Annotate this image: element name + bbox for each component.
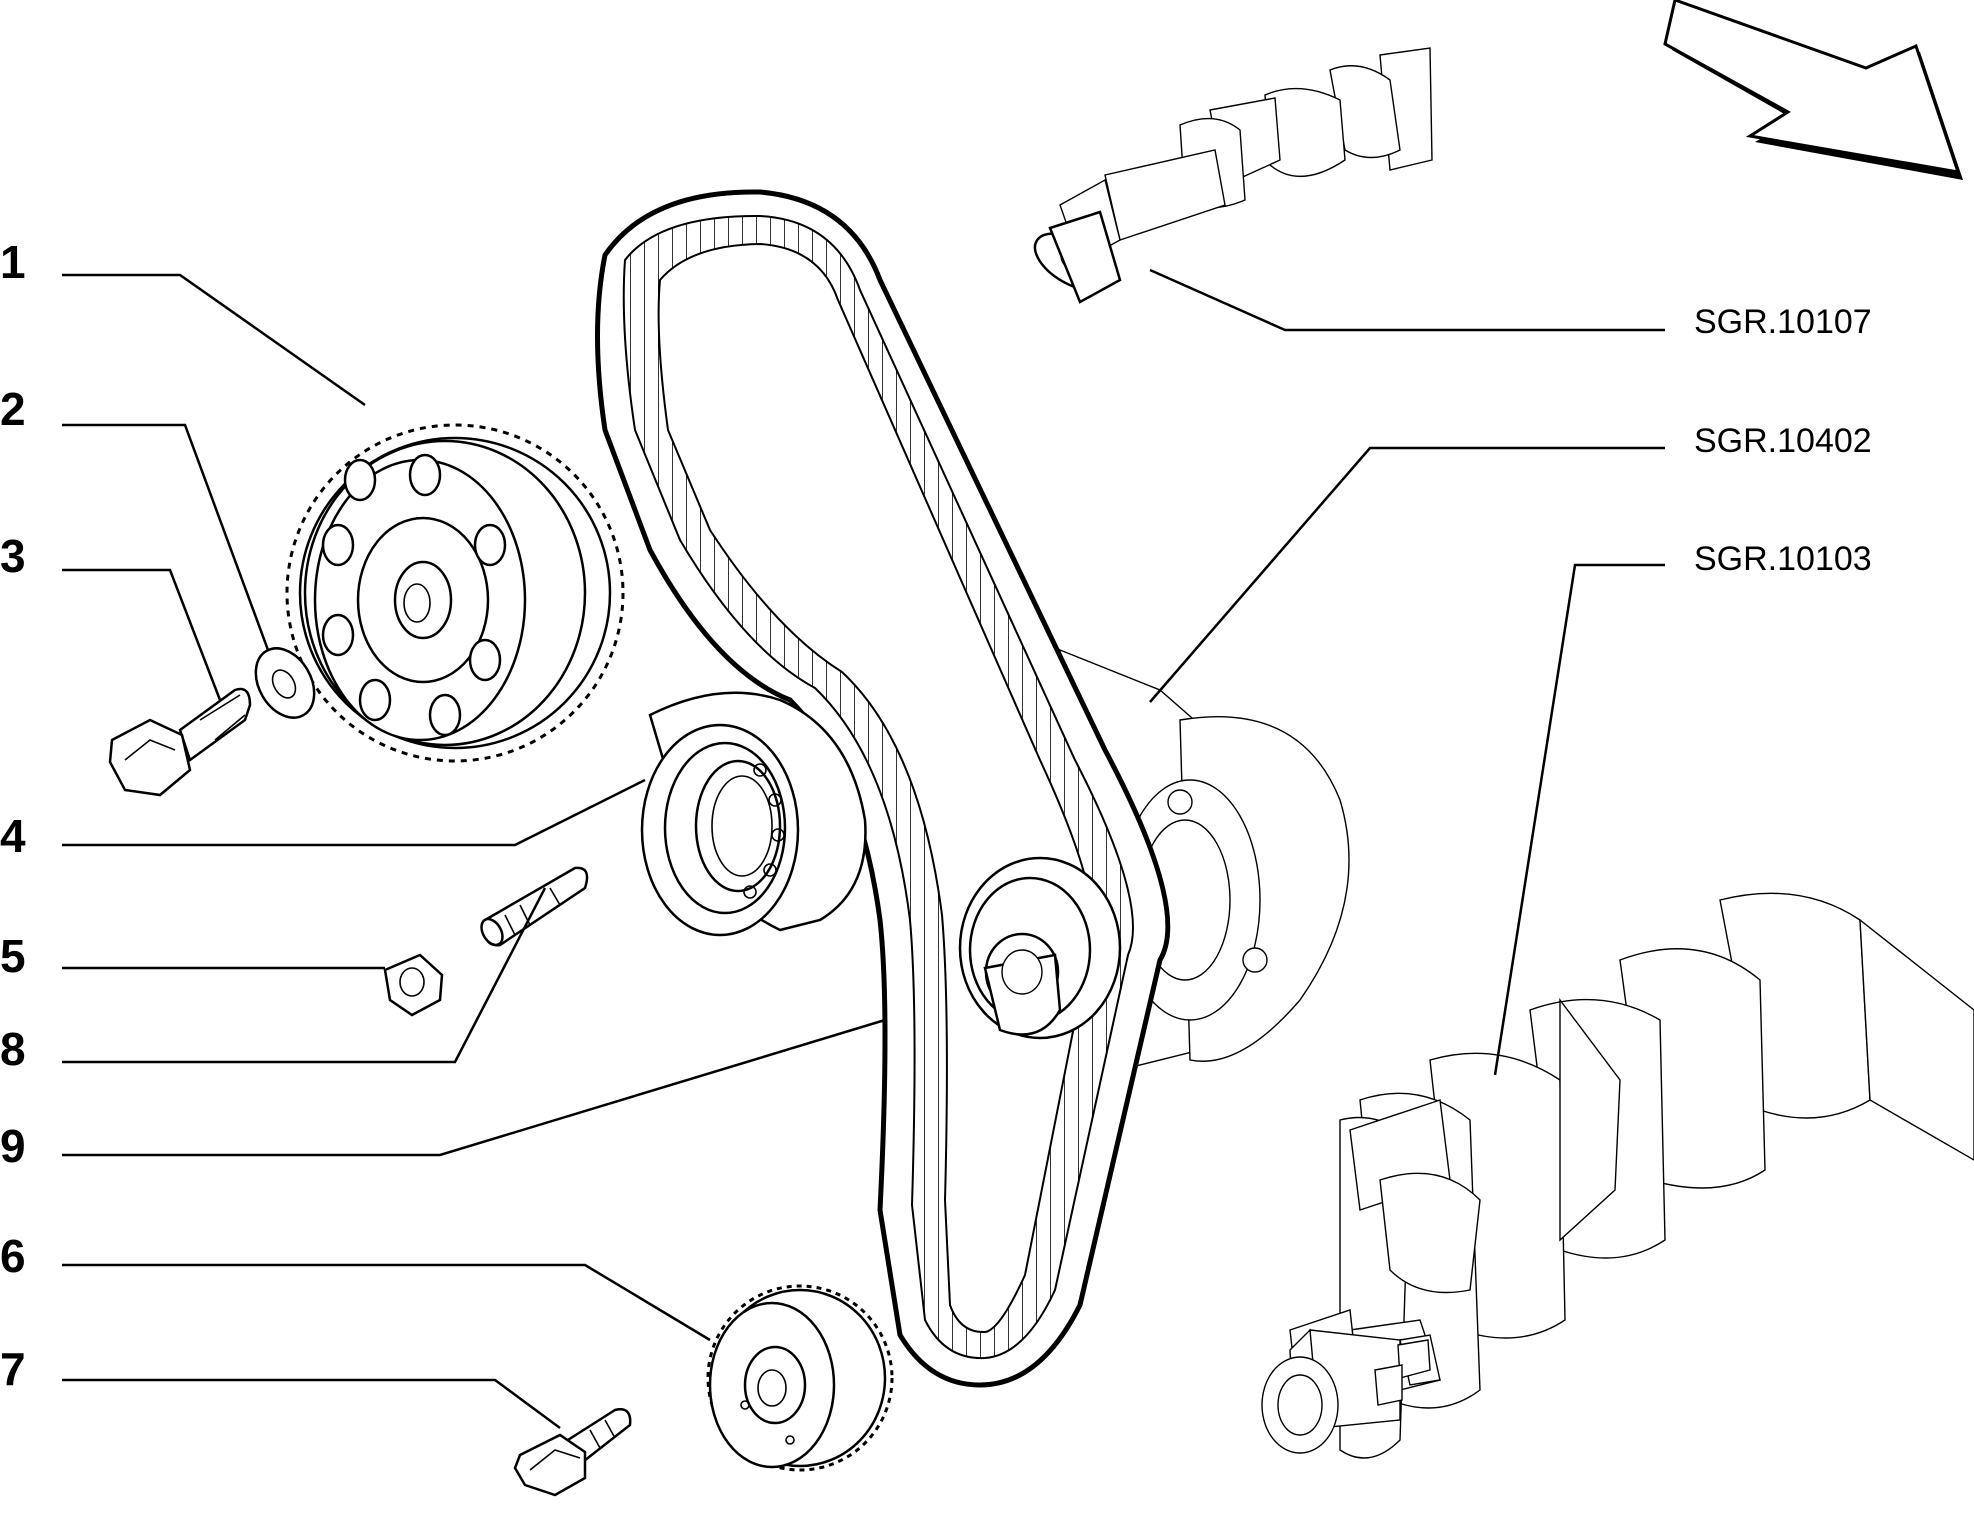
nut-part	[383, 953, 444, 1017]
reference-sgr-10103: SGR.10103	[1694, 540, 1872, 578]
callout-6: 6	[0, 1230, 26, 1282]
callout-9: 9	[0, 1120, 26, 1172]
tensioner-pulley-part	[640, 691, 867, 937]
reference-sgr-10107: SGR.10107	[1694, 303, 1872, 341]
callout-8: 8	[0, 1023, 26, 1075]
timing-belt-part	[595, 189, 1171, 1388]
callout-4: 4	[0, 810, 26, 862]
callout-2: 2	[0, 383, 26, 435]
callout-labels: 1 2 3 4 5 8 9 6 7	[0, 236, 26, 1395]
camshaft-gear-part	[285, 423, 625, 763]
reference-labels: SGR.10107 SGR.10402 SGR.10103	[1694, 303, 1872, 578]
crankshaft-part	[1261, 892, 1974, 1459]
direction-arrow-icon	[1663, 0, 1963, 180]
stud-part	[480, 866, 589, 947]
callout-3: 3	[0, 530, 26, 582]
camshaft-part	[1033, 47, 1433, 304]
gear-bolt-part	[108, 687, 252, 797]
reference-sgr-10402: SGR.10402	[1694, 422, 1872, 460]
leader-lines	[62, 268, 1665, 1430]
crank-bolt-part	[513, 1408, 632, 1497]
crankshaft-gear-part	[706, 1284, 894, 1472]
callout-5: 5	[0, 930, 26, 982]
callout-1: 1	[0, 236, 26, 288]
washer-part	[254, 647, 316, 719]
idler-pulley-part	[958, 856, 1122, 1040]
callout-7: 7	[0, 1343, 26, 1395]
